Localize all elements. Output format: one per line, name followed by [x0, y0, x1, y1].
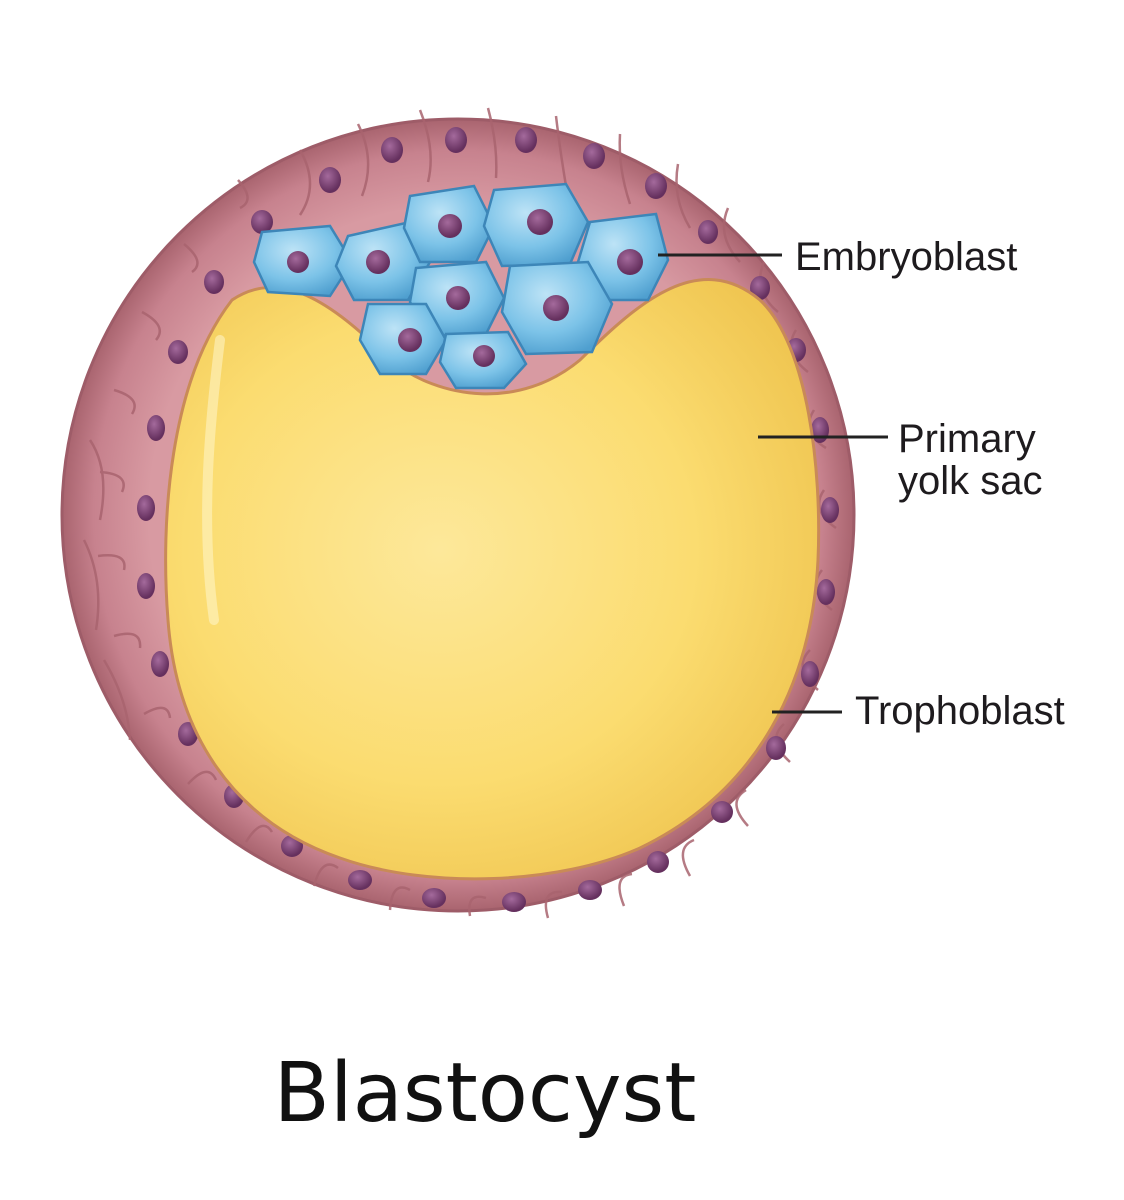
primary-yolk-sac-label: Primary yolk sac	[898, 418, 1043, 502]
yolk-sac-label-line1: Primary	[898, 417, 1036, 461]
leader-lines	[658, 253, 888, 714]
trophoblast-label: Trophoblast	[855, 689, 1065, 733]
yolk-sac	[164, 278, 821, 881]
figure-caption: Blastocyst	[273, 1046, 697, 1141]
embryoblast-label: Embryoblast	[795, 235, 1018, 279]
yolk-sac-label-line2: yolk sac	[898, 459, 1043, 503]
